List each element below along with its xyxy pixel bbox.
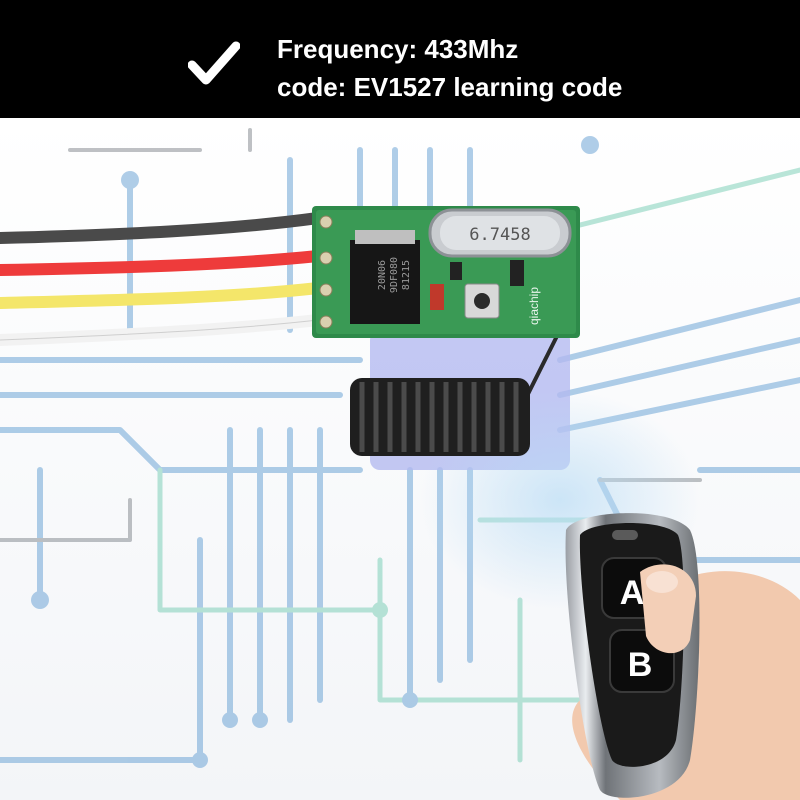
receiver-wires [0,212,324,346]
mosfet-chip [350,240,420,324]
board-brand: qiachip [527,287,541,325]
chip-label-2: 9DF080 [389,257,400,293]
remote-label-a: A [620,574,645,612]
remote-label-b: B [628,646,653,684]
receiver-board: 20N06 9DF080 81215 6.7458 qiachip [312,206,580,338]
chip-label-1: 20N06 [377,260,388,290]
scene-photo: 20N06 9DF080 81215 6.7458 qiachip [0,118,800,800]
antenna-coil [350,329,562,456]
feature-banner: Frequency: 433Mhz code: EV1527 learning … [0,0,800,118]
chip-label-3: 81215 [401,260,412,290]
checkmark-icon [188,41,240,85]
banner-text: Frequency: 433Mhz code: EV1527 learning … [277,30,622,106]
code-text: code: EV1527 learning code [277,72,623,102]
crystal-label: 6.7458 [469,225,530,245]
frequency-text: Frequency: 433Mhz [277,34,519,64]
